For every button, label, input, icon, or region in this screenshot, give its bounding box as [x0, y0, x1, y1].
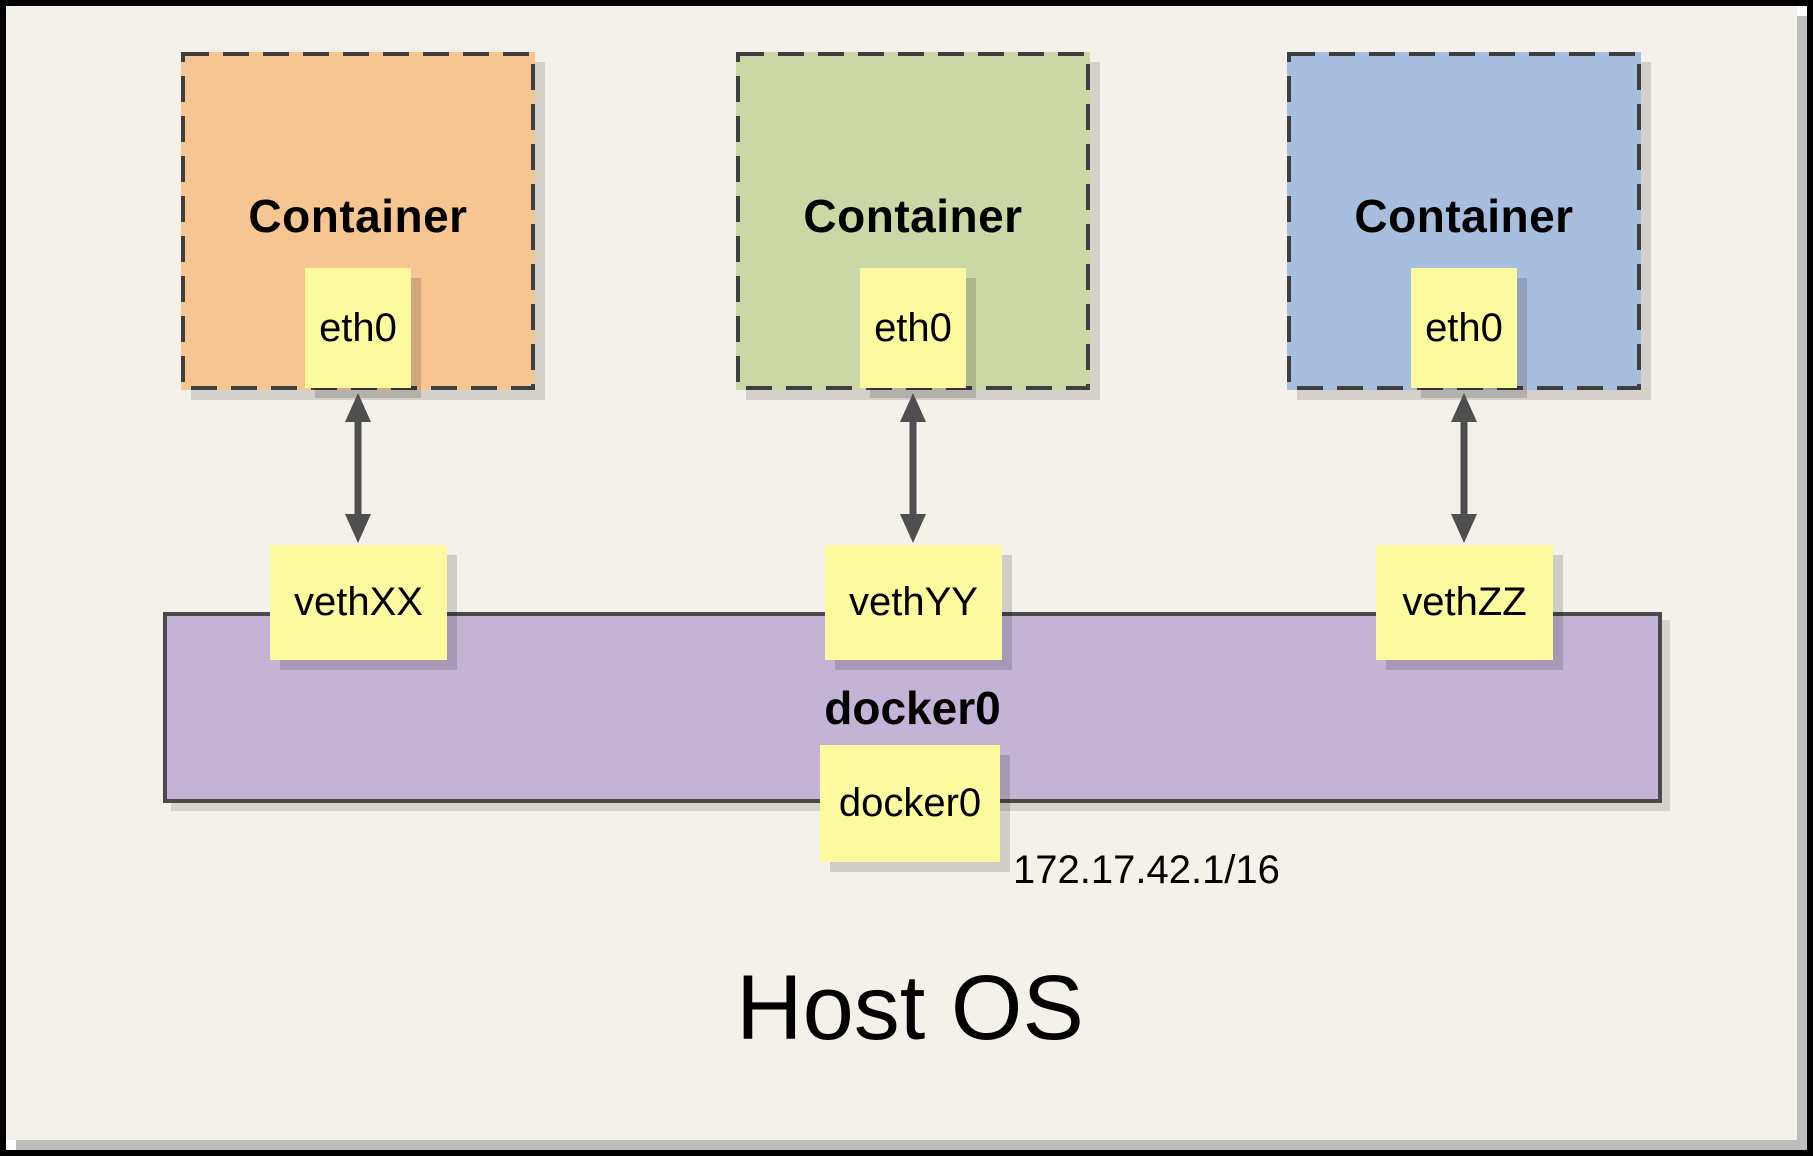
eth0-interface-box: eth0: [860, 268, 966, 388]
container-box-1: Container eth0: [181, 52, 535, 390]
veth-interface-box-2: vethYY: [825, 545, 1002, 660]
docker0-bridge-label: docker0: [824, 681, 1001, 734]
eth0-label: eth0: [1425, 305, 1503, 350]
bridge-ip-address: 172.17.42.1/16: [1013, 848, 1280, 892]
host-os-label: Host OS: [736, 957, 1084, 1059]
bidirectional-arrow-3: [1451, 393, 1477, 543]
container-title: Container: [1354, 190, 1574, 242]
docker0-interface-label: docker0: [838, 781, 982, 825]
eth0-interface-box: eth0: [1411, 268, 1517, 388]
veth-interface-box-1: vethXX: [270, 545, 447, 660]
eth0-label: eth0: [319, 305, 397, 350]
veth-label: vethXX: [294, 580, 423, 624]
veth-label: vethZZ: [1402, 580, 1527, 624]
docker0-interface-box: docker0: [820, 745, 1000, 862]
veth-label: vethYY: [849, 580, 978, 624]
container-box-3: Container eth0: [1287, 52, 1641, 390]
bidirectional-arrow-2: [900, 393, 926, 543]
diagram-canvas: Container eth0 Container eth0 Container …: [6, 6, 1797, 1140]
veth-interface-box-3: vethZZ: [1376, 545, 1553, 660]
container-title: Container: [803, 190, 1023, 242]
container-title: Container: [248, 190, 468, 242]
eth0-interface-box: eth0: [305, 268, 411, 388]
container-box-2: Container eth0: [736, 52, 1090, 390]
eth0-label: eth0: [874, 305, 952, 350]
bidirectional-arrow-1: [345, 393, 371, 543]
